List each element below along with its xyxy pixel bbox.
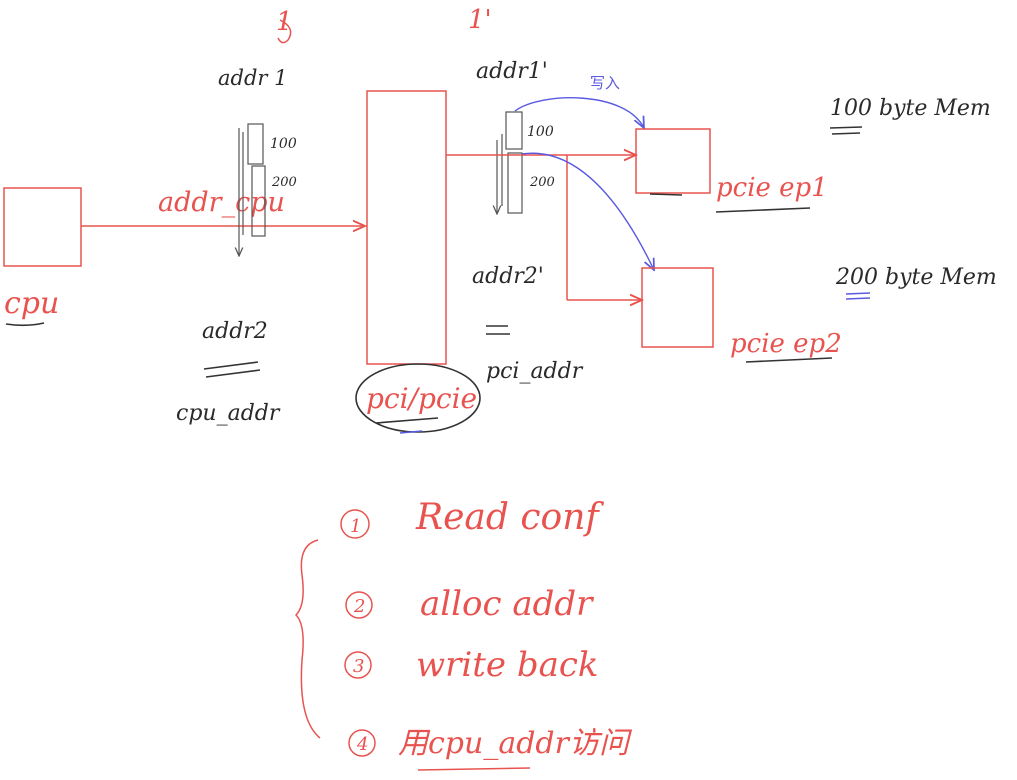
step-1-text: Read conf (415, 497, 604, 538)
addr2-prime-label: addr2' (472, 264, 544, 289)
mark-200-right: 200 (529, 175, 555, 190)
step-1-circle (340, 509, 370, 539)
pci-addr-label: pci_addr (486, 359, 584, 384)
addr2-label: addr2 (202, 319, 268, 344)
pci-pcie-box (366, 90, 447, 365)
step-item-4: 4 用cpu_addr访问 (348, 726, 633, 771)
cpu-underline (5, 322, 45, 327)
equals-left (203, 361, 261, 378)
mark-100-right: 100 (527, 124, 554, 140)
step-1-number: 1 (350, 516, 361, 537)
addr-cpu-label: addr_cpu (158, 187, 285, 218)
addr-bar-200-right (507, 152, 523, 214)
ep2-mem-label: 200 byte Mem (835, 265, 997, 290)
pcie-ep2-underline (745, 357, 833, 363)
addr-bar-200-left (251, 165, 266, 237)
addr-bar-100-right (505, 111, 523, 150)
pcie-ep1-label: pcie ep1 (716, 173, 828, 203)
blue-write-arrow-ep2 (521, 152, 654, 270)
addr1-prime-label: addr1' (476, 59, 548, 84)
cpu-box (3, 187, 82, 267)
pcie-ep1-underline (715, 207, 811, 213)
step-2-number: 2 (353, 596, 365, 617)
step-4-number: 4 (356, 734, 368, 755)
blue-write-note: 写入 (590, 74, 620, 92)
mark-200-left: 200 (271, 175, 297, 190)
pci-pcie-label: pci/pcie (366, 382, 477, 415)
blue-write-arrow-ep1 (514, 97, 644, 128)
step-3-text: write back (416, 645, 599, 685)
pci-pcie-underline (375, 417, 439, 424)
step-4-text: 用cpu_addr访问 (398, 726, 633, 761)
step-item-3: 3 write back (344, 645, 599, 685)
pci-pcie-underline-blue (399, 430, 423, 434)
step-2-circle (345, 591, 373, 619)
step-2-text: alloc addr (420, 584, 594, 624)
cpu-addr-label: cpu_addr (176, 401, 281, 426)
mark-100-left: 100 (270, 136, 297, 152)
step-3-number: 3 (353, 656, 364, 677)
step-1-top-curl (277, 19, 292, 44)
step-1-prime-top-label: 1' (468, 5, 492, 35)
pcie-ep1-box-underline (649, 193, 683, 196)
step-4-underline (417, 767, 531, 771)
addr1-label: addr 1 (218, 66, 287, 90)
step-item-2: 2 alloc addr (345, 584, 594, 624)
cpu-label: cpu (4, 286, 59, 321)
steps-brace (294, 539, 321, 739)
step-item-1: 1 Read conf (340, 497, 604, 539)
pcie-ep1-box (635, 128, 711, 194)
pcie-ep2-box (641, 267, 714, 348)
ep1-mem-label: 100 byte Mem (830, 96, 991, 121)
pcie-ep2-label: pcie ep2 (730, 329, 842, 359)
equals-right (486, 325, 510, 335)
ep2-mem-underline-blue (845, 292, 871, 300)
addr-bar-100-left (247, 123, 264, 165)
step-4-circle (348, 729, 376, 757)
ep1-mem-underline (829, 126, 863, 135)
step-3-circle (344, 651, 372, 679)
